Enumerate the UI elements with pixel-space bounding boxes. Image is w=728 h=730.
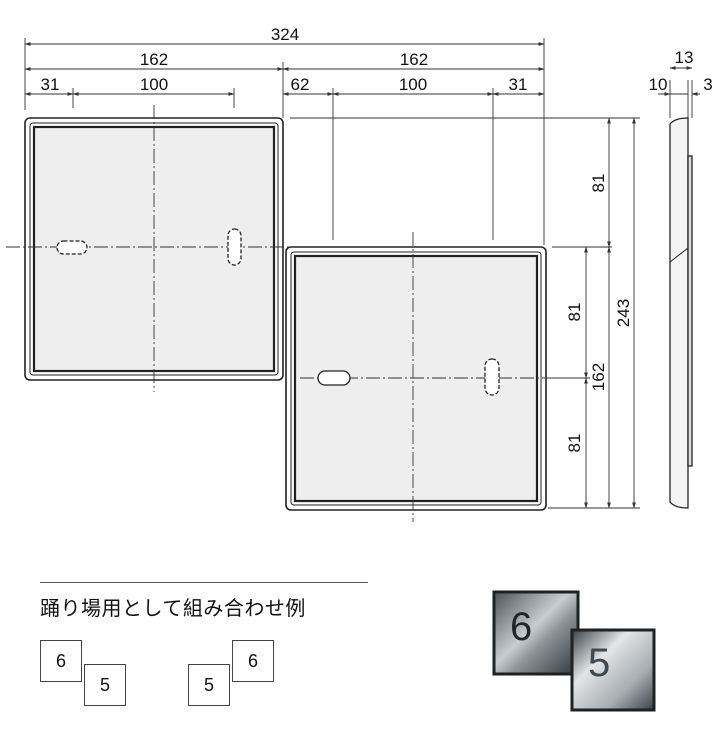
example-b-top-digit: 6 bbox=[247, 651, 258, 671]
photo-digit-5: 5 bbox=[588, 641, 610, 685]
side-view bbox=[669, 117, 693, 509]
dim-right-spacing: 100 bbox=[399, 75, 427, 94]
example-b-bottom-digit: 5 bbox=[203, 675, 214, 695]
example-b-top-tile: 6 bbox=[232, 640, 274, 682]
extension-lines bbox=[24, 38, 693, 509]
dim-side-total: 13 bbox=[675, 48, 694, 67]
example-a-bottom-digit: 5 bbox=[99, 675, 110, 695]
dim-right-offset: 62 bbox=[291, 75, 310, 94]
dim-side-body: 10 bbox=[649, 75, 668, 94]
example-a-top-tile: 6 bbox=[40, 640, 82, 682]
photo-digit-6: 6 bbox=[510, 605, 532, 649]
dim-mid-height: 81 bbox=[565, 303, 584, 322]
dim-left-spacing: 100 bbox=[140, 75, 168, 94]
mounting-slots bbox=[56, 228, 500, 396]
dim-right-half: 162 bbox=[400, 50, 428, 69]
dim-left-margin: 31 bbox=[41, 75, 60, 94]
dimension-lines bbox=[24, 42, 700, 509]
caption-rule bbox=[40, 582, 368, 583]
photo-plate-6 bbox=[492, 590, 580, 676]
example-a-top-digit: 6 bbox=[55, 651, 66, 671]
dim-total-height: 243 bbox=[614, 299, 633, 327]
example-a-bottom-tile: 5 bbox=[84, 664, 126, 706]
caption-landing-combination: 踊り場用として組み合わせ例 bbox=[40, 596, 306, 620]
dim-upper-height: 81 bbox=[589, 174, 608, 193]
product-photo: 6 5 bbox=[492, 590, 656, 712]
example-b-bottom-tile: 5 bbox=[188, 664, 230, 706]
dim-right-margin: 31 bbox=[509, 75, 528, 94]
dim-overall-width: 324 bbox=[271, 25, 299, 44]
dim-lower-height: 81 bbox=[565, 434, 584, 453]
dim-side-offset: 3 bbox=[703, 75, 712, 94]
technical-drawing: 324 162 162 31 100 62 100 31 13 10 3 81 … bbox=[6, 25, 713, 522]
dim-plate-height: 162 bbox=[589, 363, 608, 391]
dim-left-half: 162 bbox=[140, 50, 168, 69]
photo-plate-5 bbox=[570, 628, 656, 712]
